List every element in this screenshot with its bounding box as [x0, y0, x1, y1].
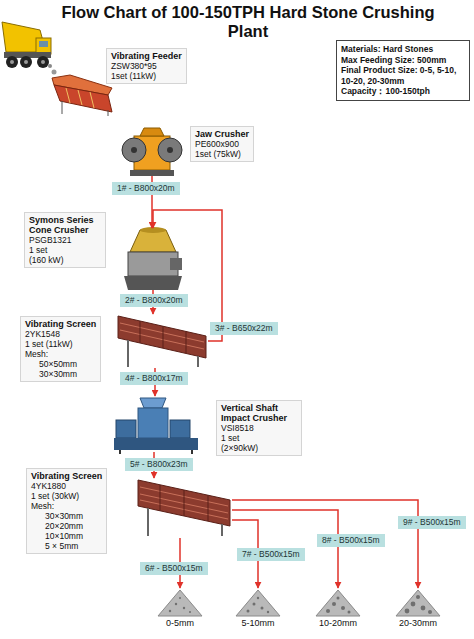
equipment-spec: PE600x900: [195, 139, 249, 149]
equipment-spec: 50×50mm: [25, 359, 96, 369]
product-size: 10-20mm: [298, 618, 378, 628]
vibrating-screen: [138, 480, 230, 536]
conveyor-line: [232, 500, 418, 588]
vibrating-screen: [118, 316, 206, 367]
conveyor-label: 7# - B500x15m: [237, 548, 305, 561]
equipment-name: Vibrating Screen: [25, 319, 96, 329]
equipment-spec: 1set (75kW): [195, 149, 249, 159]
chart-title: Flow Chart of 100-150TPH Hard Stone Crus…: [48, 3, 448, 41]
equipment-label: 10-20mm: [298, 618, 378, 628]
equipment-label: Symons Series Cone CrusherPSGB13211 set(…: [24, 212, 106, 268]
equipment-spec: 30×30mm: [31, 511, 102, 521]
product-pile: 5-10mm: [236, 588, 280, 616]
equipment-label: 0-5mm: [140, 618, 220, 628]
info-box: Materials: Hard StonesMax Feeding Size: …: [336, 40, 470, 101]
equipment-label: Vibrating Screen2YK15481 set (11kW)Mesh:…: [20, 316, 101, 382]
equipment-name: Vertical Shaft Impact Crusher: [221, 403, 297, 423]
equipment-spec: 2YK1548: [25, 329, 96, 339]
product-pile: 0-5mm: [158, 588, 202, 616]
conveyor-label: 9# - B500x15m: [398, 516, 466, 529]
screen-node: Vibrating Screen2YK15481 set (11kW)Mesh:…: [116, 314, 208, 368]
equipment-spec: VSI8518: [221, 423, 297, 433]
vibrating-feeder: [52, 75, 112, 116]
conveyor-label: 3# - B650x22m: [210, 322, 278, 335]
equipment-name: Symons Series Cone Crusher: [29, 215, 101, 235]
equipment-spec: 5 × 5mm: [31, 541, 102, 551]
stone-speckle: [169, 595, 432, 614]
equipment-name: Vibrating Screen: [31, 471, 102, 481]
crusher-node: Vertical Shaft Impact CrusherVSI85181 se…: [112, 396, 198, 452]
equipment-spec: (2×90kW): [221, 443, 297, 453]
feeder-node: Vibrating FeederZSW380*951set (11kW): [52, 78, 114, 114]
conveyor-label: 4# - B800x17m: [120, 372, 188, 385]
equipment-spec: 1 set: [29, 245, 101, 255]
equipment-spec: 10×10mm: [31, 531, 102, 541]
equipment-label: 20-30mm: [378, 618, 458, 628]
spec-line: Max Feeding Size: 500mm: [341, 55, 465, 66]
equipment-spec: 1set (11kW): [111, 71, 182, 81]
product-pile: 20-30mm: [396, 588, 440, 616]
jaw-crusher: [122, 128, 182, 176]
equipment-label: Vertical Shaft Impact CrusherVSI85181 se…: [216, 400, 302, 456]
conveyor-label: 5# - B800x23m: [125, 458, 193, 471]
equipment-spec: ZSW380*95: [111, 61, 182, 71]
crusher-node: Symons Series Cone CrusherPSGB13211 set(…: [124, 228, 182, 290]
spec-line: Capacity：100-150tph: [341, 86, 465, 97]
conveyor-label: 8# - B500x15m: [317, 534, 385, 547]
conveyor-line: [232, 510, 338, 588]
screen-node: Vibrating Screen4YK18801 set (30kW)Mesh:…: [136, 478, 232, 538]
equipment-spec: Mesh:: [31, 501, 102, 511]
conveyor-label: 2# - B800x20m: [120, 294, 188, 307]
conveyor-label: 1# - B800x20m: [112, 182, 180, 195]
product-size: 0-5mm: [140, 618, 220, 628]
equipment-spec: 30×30mm: [25, 369, 96, 379]
equipment-spec: 4YK1880: [31, 481, 102, 491]
equipment-spec: 1 set: [221, 433, 297, 443]
equipment-spec: PSGB1321: [29, 235, 101, 245]
spec-line: Materials: Hard Stones: [341, 44, 465, 55]
equipment-spec: 20×20mm: [31, 521, 102, 531]
product-size: 5-10mm: [218, 618, 298, 628]
equipment-spec: Mesh:: [25, 349, 96, 359]
conveyor-label: 6# - B500x15m: [140, 562, 208, 575]
product-size: 20-30mm: [378, 618, 458, 628]
equipment-label: Vibrating Screen4YK18801 set (30kW)Mesh:…: [26, 468, 107, 554]
equipment-name: Jaw Crusher: [195, 129, 249, 139]
dump-truck: [2, 22, 57, 75]
equipment-label: Jaw CrusherPE600x9001set (75kW): [190, 126, 254, 162]
impact-crusher: [114, 398, 198, 454]
equipment-name: Vibrating Feeder: [111, 51, 182, 61]
equipment-label: Vibrating FeederZSW380*951set (11kW): [106, 48, 187, 84]
equipment-spec: 1 set (11kW): [25, 339, 96, 349]
spec-line: Final Product Size: 0-5, 5-10, 10-20, 20…: [341, 65, 465, 86]
product-pile: 10-20mm: [316, 588, 360, 616]
equipment-spec: (160 kW): [29, 255, 101, 265]
stone-pile: [158, 590, 440, 616]
crusher-node: Jaw CrusherPE600x9001set (75kW): [128, 128, 176, 176]
equipment-spec: 1 set (30kW): [31, 491, 102, 501]
cone-crusher: [124, 227, 182, 290]
equipment-label: 5-10mm: [218, 618, 298, 628]
